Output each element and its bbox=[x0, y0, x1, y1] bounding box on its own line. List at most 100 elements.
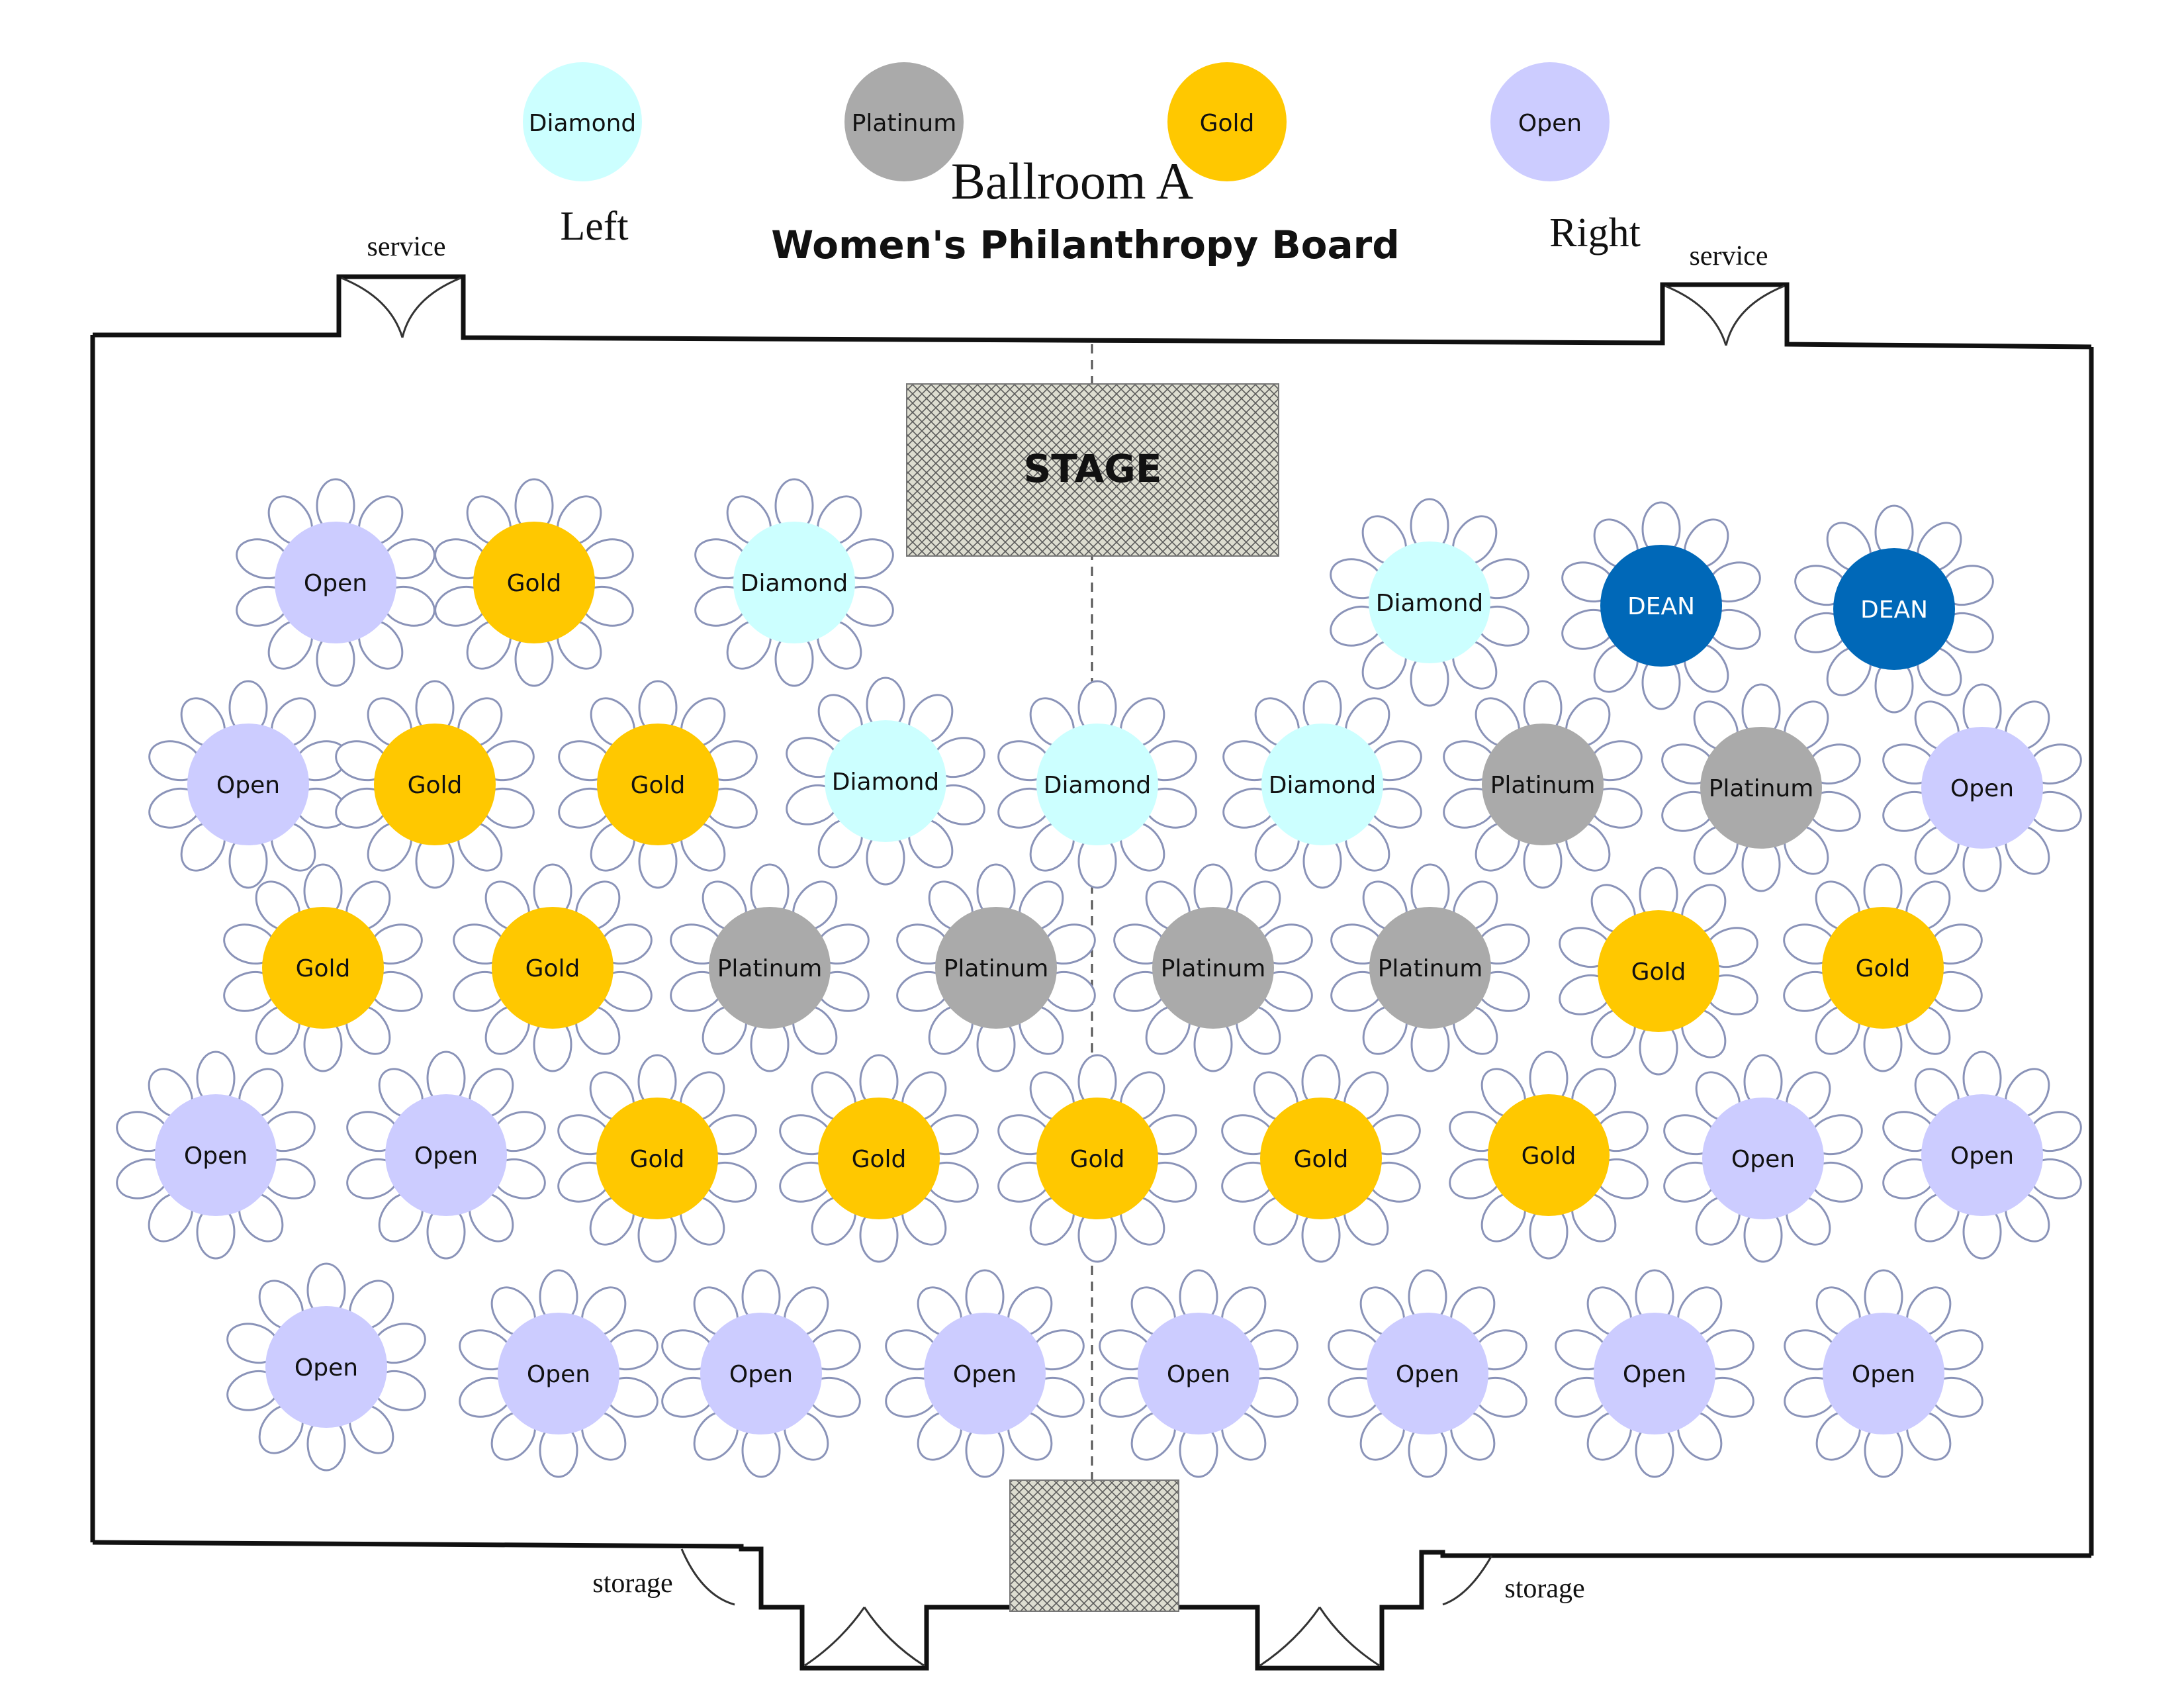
table-gold[interactable]: Gold bbox=[1217, 1054, 1425, 1263]
table-open[interactable]: Open bbox=[1551, 1269, 1758, 1478]
chairs bbox=[226, 1262, 426, 1472]
table-label: Gold bbox=[525, 955, 580, 982]
table-open[interactable]: Open bbox=[881, 1269, 1089, 1478]
table-label: Gold bbox=[408, 772, 463, 799]
chairs bbox=[346, 1051, 546, 1260]
service-door-label-right: service bbox=[1690, 241, 1768, 271]
table-label: Gold bbox=[852, 1146, 907, 1173]
table-open[interactable]: Open bbox=[1878, 683, 2086, 892]
table-gold[interactable]: Gold bbox=[1779, 863, 1987, 1072]
table-label: Gold bbox=[1856, 955, 1911, 982]
table-gold[interactable]: Gold bbox=[430, 478, 638, 687]
table-open[interactable]: Open bbox=[1324, 1269, 1531, 1478]
table-top bbox=[275, 522, 396, 643]
table-top bbox=[1482, 724, 1604, 845]
table-label: Open bbox=[1623, 1361, 1686, 1388]
stage bbox=[906, 383, 1279, 557]
table-label: Gold bbox=[1522, 1143, 1576, 1170]
table-top bbox=[155, 1094, 277, 1216]
chairs bbox=[434, 478, 634, 687]
table-diamond[interactable]: Diamond bbox=[690, 478, 898, 687]
table-label: Gold bbox=[1294, 1146, 1349, 1173]
table-label: Platinum bbox=[1709, 775, 1814, 802]
table-gold[interactable]: Gold bbox=[775, 1054, 983, 1263]
table-label: Platinum bbox=[1378, 955, 1483, 982]
table-platinum[interactable]: Platinum bbox=[666, 863, 874, 1072]
table-label: Diamond bbox=[741, 570, 848, 597]
table-platinum[interactable]: Platinum bbox=[1439, 680, 1647, 889]
table-gold[interactable]: Gold bbox=[554, 680, 762, 889]
table-label: Open bbox=[304, 570, 367, 597]
table-label: Open bbox=[1852, 1361, 1915, 1388]
table-dean[interactable]: DEAN bbox=[1557, 501, 1765, 710]
room-walls bbox=[90, 274, 2094, 1671]
table-platinum[interactable]: Platinum bbox=[1326, 863, 1534, 1072]
chairs bbox=[1555, 1269, 1754, 1478]
table-gold[interactable]: Gold bbox=[331, 680, 539, 889]
table-label: Open bbox=[729, 1361, 793, 1388]
table-open[interactable]: Open bbox=[1780, 1269, 1987, 1478]
table-platinum[interactable]: Platinum bbox=[892, 863, 1100, 1072]
table-gold[interactable]: Gold bbox=[993, 1054, 1201, 1263]
table-diamond[interactable]: Diamond bbox=[993, 680, 1201, 889]
table-open[interactable]: Open bbox=[232, 478, 439, 687]
table-top bbox=[597, 724, 719, 845]
table-top bbox=[1700, 727, 1822, 849]
table-open[interactable]: Open bbox=[112, 1051, 320, 1260]
table-top bbox=[1921, 1094, 2043, 1216]
table-top bbox=[498, 1313, 619, 1434]
chairs bbox=[1663, 1054, 1863, 1263]
table-top bbox=[265, 1306, 387, 1428]
table-label: Diamond bbox=[1376, 590, 1484, 617]
table-platinum[interactable]: Platinum bbox=[1657, 683, 1865, 892]
table-diamond[interactable]: Diamond bbox=[1218, 680, 1426, 889]
table-label: Open bbox=[184, 1143, 248, 1170]
chairs bbox=[997, 680, 1197, 889]
table-dean[interactable]: DEAN bbox=[1790, 504, 1998, 714]
table-top bbox=[473, 522, 595, 643]
table-gold[interactable]: Gold bbox=[219, 863, 427, 1072]
legend-item-diamond: Diamond bbox=[523, 62, 642, 181]
table-top bbox=[596, 1098, 718, 1219]
chairs bbox=[1784, 1269, 1983, 1478]
legend-swatch bbox=[1490, 62, 1610, 181]
table-open[interactable]: Open bbox=[455, 1269, 662, 1478]
table-diamond[interactable]: Diamond bbox=[782, 677, 989, 886]
table-gold[interactable]: Gold bbox=[449, 863, 657, 1072]
table-top bbox=[1600, 545, 1722, 667]
table-gold[interactable]: Gold bbox=[1555, 867, 1762, 1076]
table-top bbox=[1594, 1313, 1715, 1434]
legend-item-platinum: Platinum bbox=[844, 62, 964, 181]
page-subtitle: Women's Philanthropy Board bbox=[771, 222, 1400, 267]
table-open[interactable]: Open bbox=[1659, 1054, 1867, 1263]
table-top bbox=[935, 907, 1057, 1029]
table-platinum[interactable]: Platinum bbox=[1109, 863, 1317, 1072]
table-label: Open bbox=[414, 1143, 478, 1170]
table-top bbox=[1921, 727, 2043, 849]
table-top bbox=[1152, 907, 1274, 1029]
page-title: Ballroom A bbox=[951, 152, 1193, 210]
table-top bbox=[262, 907, 384, 1029]
table-open[interactable]: Open bbox=[222, 1262, 430, 1472]
service-door-label-left: service bbox=[367, 232, 446, 262]
table-gold[interactable]: Gold bbox=[553, 1054, 761, 1263]
right-side-label: Right bbox=[1549, 211, 1641, 256]
table-diamond[interactable]: Diamond bbox=[1326, 498, 1533, 707]
table-open[interactable]: Open bbox=[1878, 1051, 2086, 1260]
table-label: Diamond bbox=[1044, 772, 1152, 799]
table-top bbox=[1702, 1098, 1824, 1219]
table-open[interactable]: Open bbox=[657, 1269, 865, 1478]
door-swings bbox=[341, 277, 1785, 1667]
table-open[interactable]: Open bbox=[1095, 1269, 1302, 1478]
table-top bbox=[1036, 1098, 1158, 1219]
table-label: Open bbox=[1731, 1146, 1795, 1173]
table-top bbox=[924, 1313, 1046, 1434]
table-open[interactable]: Open bbox=[144, 680, 352, 889]
table-top bbox=[1369, 907, 1491, 1029]
table-open[interactable]: Open bbox=[342, 1051, 550, 1260]
rear-riser bbox=[1009, 1479, 1179, 1612]
left-side-label: Left bbox=[560, 204, 628, 249]
table-gold[interactable]: Gold bbox=[1445, 1051, 1653, 1260]
